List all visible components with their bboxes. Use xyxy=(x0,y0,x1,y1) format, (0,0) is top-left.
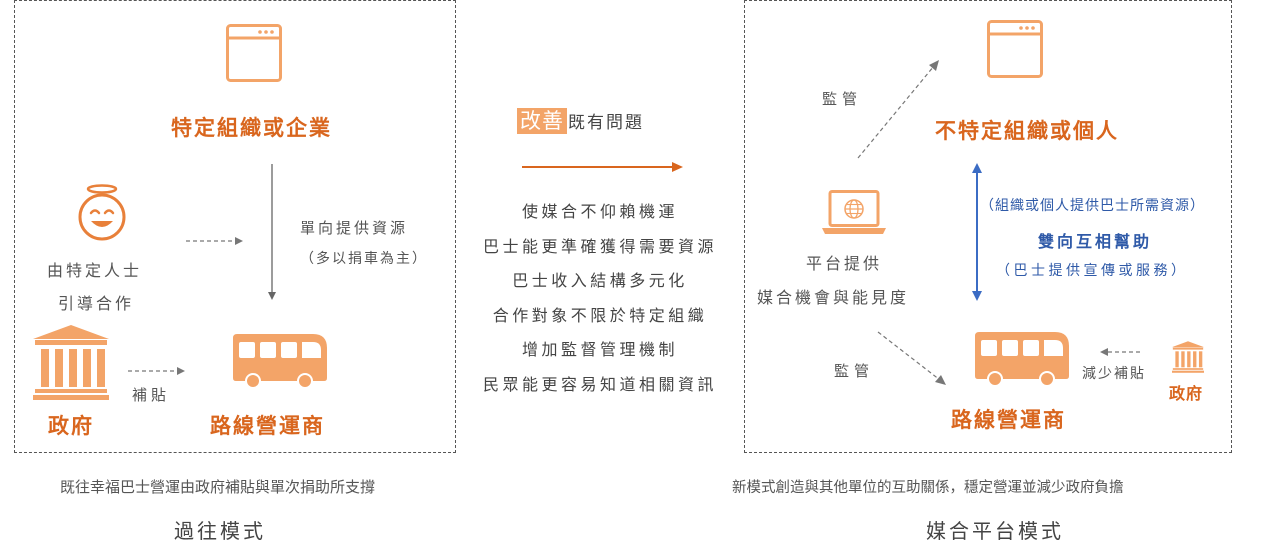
subsidy-label: 補貼 xyxy=(132,386,171,404)
platform-line2: 媒合機會與能見度 xyxy=(757,288,910,307)
reduce-subsidy-arrow xyxy=(1100,348,1143,356)
guide-line1: 由特定人士 xyxy=(47,261,143,280)
improve-arrow xyxy=(522,162,683,172)
platform-operator-label: 路線營運商 xyxy=(951,408,1066,432)
government-building-icon xyxy=(33,325,109,400)
past-caption: 既往幸福巴士營運由政府補貼與單次捐助所支撐 xyxy=(60,478,376,496)
laptop-globe-icon xyxy=(822,190,886,234)
improve-header: 改善既有問題 xyxy=(517,105,644,135)
reduce-subsidy-label: 減少補貼 xyxy=(1082,366,1146,382)
resource-note: （組織或個人提供巴士所需資源） xyxy=(980,198,1205,214)
one-way-arrow xyxy=(268,164,276,300)
mutual-help-arrow xyxy=(972,163,982,301)
browser-window-icon xyxy=(987,20,1043,78)
list-item: 合作對象不限於特定組織 xyxy=(492,305,708,325)
past-gov-label: 政府 xyxy=(48,414,94,438)
supervise-top-label: 監管 xyxy=(822,90,863,108)
list-item: 使媒合不仰賴機運 xyxy=(521,202,678,221)
platform-line1: 平台提供 xyxy=(806,254,883,273)
guide-line2: 引導合作 xyxy=(58,294,135,313)
government-building-icon xyxy=(1172,341,1204,373)
platform-caption: 新模式創造與其他單位的互助關係，穩定營運並減少政府負擔 xyxy=(732,480,1124,496)
improve-rest: 既有問題 xyxy=(568,113,644,133)
past-mode-panel xyxy=(14,0,456,453)
browser-window-icon xyxy=(226,24,282,82)
list-item: 巴士收入結構多元化 xyxy=(512,271,688,290)
one-way-note: （多以捐車為主） xyxy=(300,251,428,267)
past-operator-label: 路線營運商 xyxy=(210,414,325,438)
subsidy-dashed-arrow xyxy=(128,367,185,375)
supervise-bottom-label: 監管 xyxy=(834,362,875,380)
past-org-title: 特定組織或企業 xyxy=(171,116,332,140)
one-way-label: 單向提供資源 xyxy=(300,219,409,237)
guide-dashed-arrow xyxy=(186,237,243,245)
platform-org-title: 不特定組織或個人 xyxy=(935,119,1119,143)
improvement-list: 使媒合不仰賴機運 巴士能更準確獲得需要資源 巴士收入結構多元化 合作對象不限於特… xyxy=(455,195,745,402)
smiley-face-icon xyxy=(78,184,126,241)
service-note: （巴士提供宣傳或服務） xyxy=(996,263,1189,279)
list-item: 增加監督管理機制 xyxy=(521,340,678,359)
past-mode-title: 過往模式 xyxy=(174,519,266,543)
list-item: 巴士能更準確獲得需要資源 xyxy=(482,236,717,256)
platform-gov-label: 政府 xyxy=(1169,384,1204,403)
platform-mode-title: 媒合平台模式 xyxy=(926,519,1064,543)
list-item: 民眾能更容易知道相關資訊 xyxy=(482,374,717,394)
supervise-top-arrow xyxy=(857,60,939,159)
bus-icon xyxy=(233,334,327,389)
bus-icon xyxy=(975,332,1069,387)
platform-mode-panel xyxy=(744,0,1232,453)
improve-highlight: 改善 xyxy=(517,108,567,134)
mutual-help-label: 雙向互相幫助 xyxy=(1038,232,1153,251)
supervise-bottom-arrow xyxy=(877,331,946,385)
